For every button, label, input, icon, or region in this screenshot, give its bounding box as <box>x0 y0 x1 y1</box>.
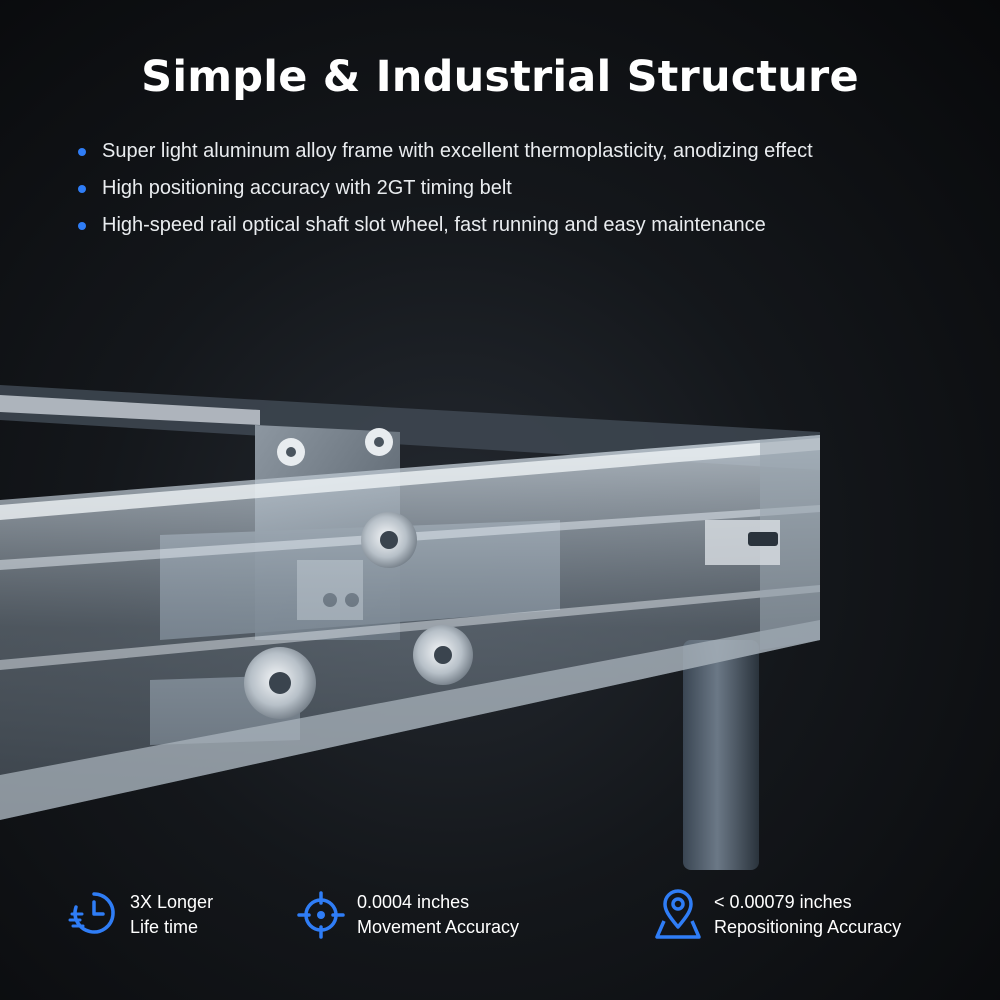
feature-repositioning-accuracy: < 0.00079 inches Repositioning Accuracy <box>652 885 952 945</box>
feature-caption: Life time <box>130 917 199 937</box>
feature-text: < 0.00079 inches Repositioning Accuracy <box>714 890 901 940</box>
rail-wheel <box>361 512 417 568</box>
back-rail <box>0 385 820 470</box>
bullet-text: High-speed rail optical shaft slot wheel… <box>102 214 766 236</box>
feature-caption: Movement Accuracy <box>357 917 520 937</box>
rail-wheel <box>413 625 473 685</box>
bullet-dot-icon <box>78 185 86 193</box>
clock-icon <box>68 892 115 934</box>
feature-value: 3X Longer <box>130 892 214 912</box>
location-pin-icon <box>655 889 701 939</box>
bullet-dot-icon <box>78 148 86 156</box>
feature-lifetime: 3X Longer Life time <box>68 885 268 945</box>
page-title: Simple & Industrial Structure <box>141 52 859 102</box>
bullet-item: High positioning accuracy with 2GT timin… <box>76 173 813 210</box>
bullet-text: Super light aluminum alloy frame with ex… <box>102 140 813 162</box>
feature-bullet-list: Super light aluminum alloy frame with ex… <box>76 136 813 247</box>
rail-frame-product-image <box>0 385 820 870</box>
feature-value: 0.0004 inches <box>357 892 470 912</box>
bullet-item: Super light aluminum alloy frame with ex… <box>76 136 813 173</box>
feature-caption: Repositioning Accuracy <box>714 917 902 937</box>
bullet-text: High positioning accuracy with 2GT timin… <box>102 177 512 199</box>
feature-movement-accuracy: 0.0004 inches Movement Accuracy <box>295 885 575 945</box>
bullet-dot-icon <box>78 222 86 230</box>
feature-value: < 0.00079 inches <box>714 892 852 912</box>
crosshair-icon <box>297 891 345 939</box>
rail-wheel <box>244 647 316 719</box>
frame-leg <box>683 640 759 870</box>
feature-text: 0.0004 inches Movement Accuracy <box>357 890 519 940</box>
feature-highlights: 3X Longer Life time 0.0004 inches Moveme… <box>0 885 1000 955</box>
feature-text: 3X Longer Life time <box>130 890 213 940</box>
bullet-item: High-speed rail optical shaft slot wheel… <box>76 210 813 247</box>
